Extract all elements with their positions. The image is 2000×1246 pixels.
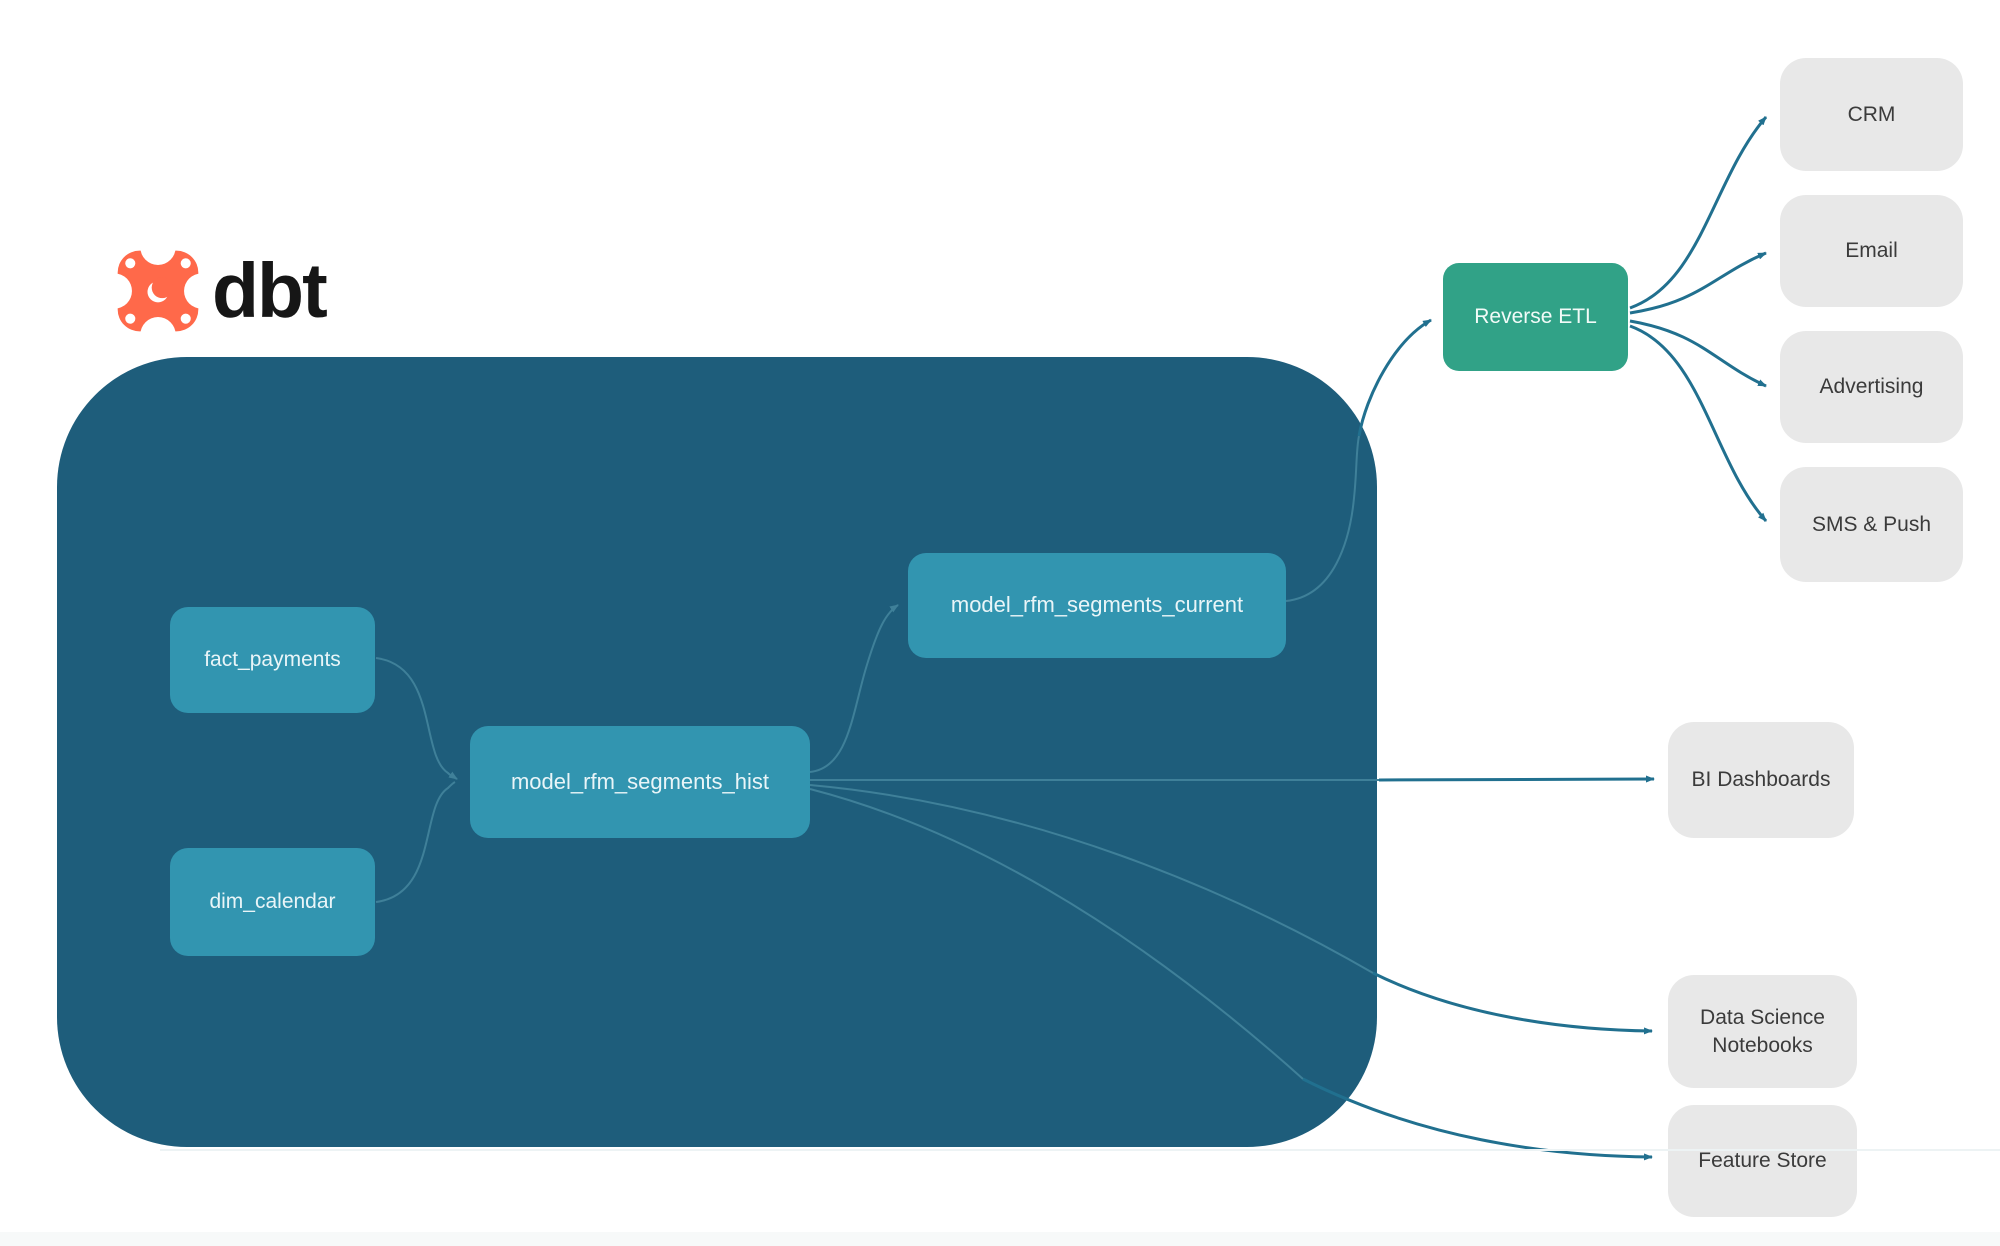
node-model-rfm-segments-hist: model_rfm_segments_hist — [470, 726, 810, 838]
dbt-logo: dbt — [116, 248, 328, 334]
node-data-science-notebooks: Data Science Notebooks — [1668, 975, 1857, 1088]
edge-retl-to-crm — [1629, 116, 1768, 310]
edge-hist-to-bi — [1378, 775, 1655, 783]
edge-hist-to-ds — [1372, 971, 1653, 1035]
edge-retl-to-email — [1629, 251, 1767, 315]
node-email: Email — [1780, 195, 1963, 307]
edge-current-to-retl — [1357, 318, 1432, 437]
edge-retl-to-sms — [1629, 324, 1768, 522]
dbt-logo-icon — [116, 248, 200, 334]
faint-divider-line — [160, 1149, 2000, 1151]
node-feature-store: Feature Store — [1668, 1105, 1857, 1217]
bottom-strip — [0, 1232, 2000, 1246]
node-model-rfm-segments-current: model_rfm_segments_current — [908, 553, 1286, 658]
node-fact-payments: fact_payments — [170, 607, 375, 713]
node-sms-push: SMS & Push — [1780, 467, 1963, 582]
node-reverse-etl: Reverse ETL — [1443, 263, 1628, 371]
dbt-wordmark: dbt — [212, 248, 328, 334]
edge-retl-to-advertising — [1629, 319, 1767, 388]
node-crm: CRM — [1780, 58, 1963, 171]
node-advertising: Advertising — [1780, 331, 1963, 443]
node-dim-calendar: dim_calendar — [170, 848, 375, 956]
edge-hist-to-fs — [1302, 1077, 1653, 1161]
node-bi-dashboards: BI Dashboards — [1668, 722, 1854, 838]
